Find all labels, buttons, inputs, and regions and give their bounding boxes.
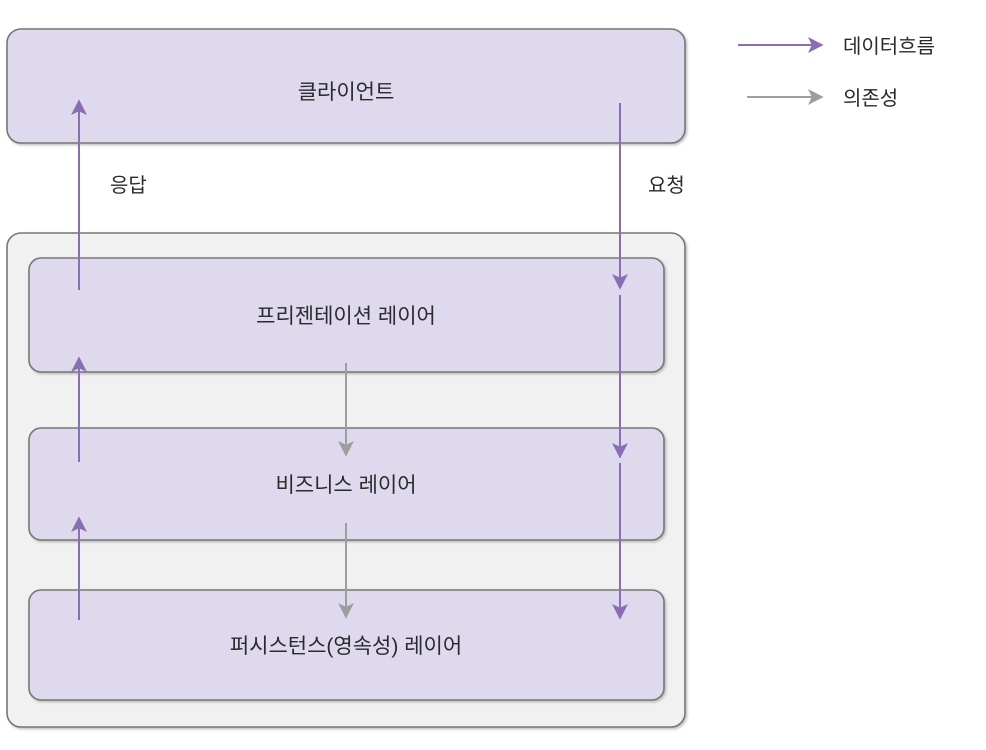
layer-presentation: 프리젠테이션 레이어: [28, 257, 665, 373]
legend: 데이터흐름 의존성: [738, 35, 935, 110]
legend-item-dependency: 의존성: [747, 87, 898, 110]
legend-item-data-flow: 데이터흐름: [738, 35, 935, 58]
layer-business: 비즈니스 레이어: [28, 427, 665, 541]
layer-presentation-label: 프리젠테이션 레이어: [256, 305, 436, 328]
layer-business-label: 비즈니스 레이어: [275, 474, 416, 497]
client-box: 클라이언트: [6, 28, 686, 144]
request-flow-label: 요청: [648, 174, 685, 197]
client-box-label: 클라이언트: [298, 81, 395, 104]
layer-persistence-label: 퍼시스턴스(영속성) 레이어: [230, 635, 462, 658]
legend-dependency-label: 의존성: [843, 87, 898, 110]
client-box-shape: [6, 28, 686, 144]
legend-data-flow-label: 데이터흐름: [843, 35, 935, 58]
layer-persistence: 퍼시스턴스(영속성) 레이어: [28, 589, 665, 701]
response-flow-label: 응답: [110, 174, 147, 197]
